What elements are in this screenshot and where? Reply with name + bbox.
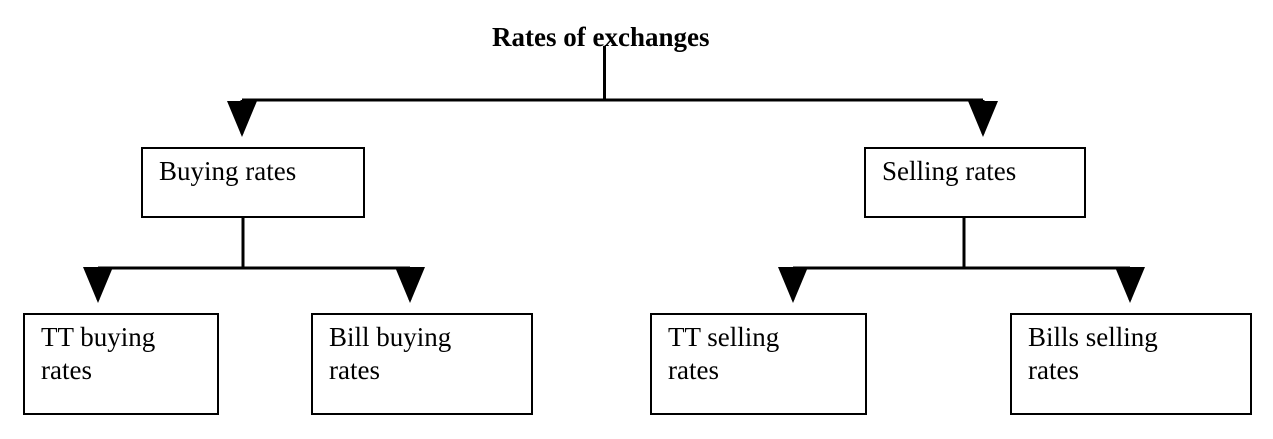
- node-buying-rates: Buying rates: [141, 147, 365, 218]
- node-tt-selling-rates-label: TT selling rates: [668, 322, 780, 385]
- node-bills-selling-rates-label: Bills selling rates: [1028, 322, 1158, 385]
- node-bill-buying-rates: Bill buying rates: [311, 313, 533, 415]
- node-tt-buying-rates-label: TT buying rates: [41, 322, 156, 385]
- node-selling-rates: Selling rates: [864, 147, 1086, 218]
- node-tt-buying-rates: TT buying rates: [23, 313, 219, 415]
- root-node-title: Rates of exchanges: [492, 22, 710, 52]
- node-bill-buying-rates-label: Bill buying rates: [329, 322, 452, 385]
- node-selling-rates-label: Selling rates: [882, 156, 1017, 186]
- node-buying-rates-label: Buying rates: [159, 156, 297, 186]
- node-tt-selling-rates: TT selling rates: [650, 313, 867, 415]
- node-bills-selling-rates: Bills selling rates: [1010, 313, 1252, 415]
